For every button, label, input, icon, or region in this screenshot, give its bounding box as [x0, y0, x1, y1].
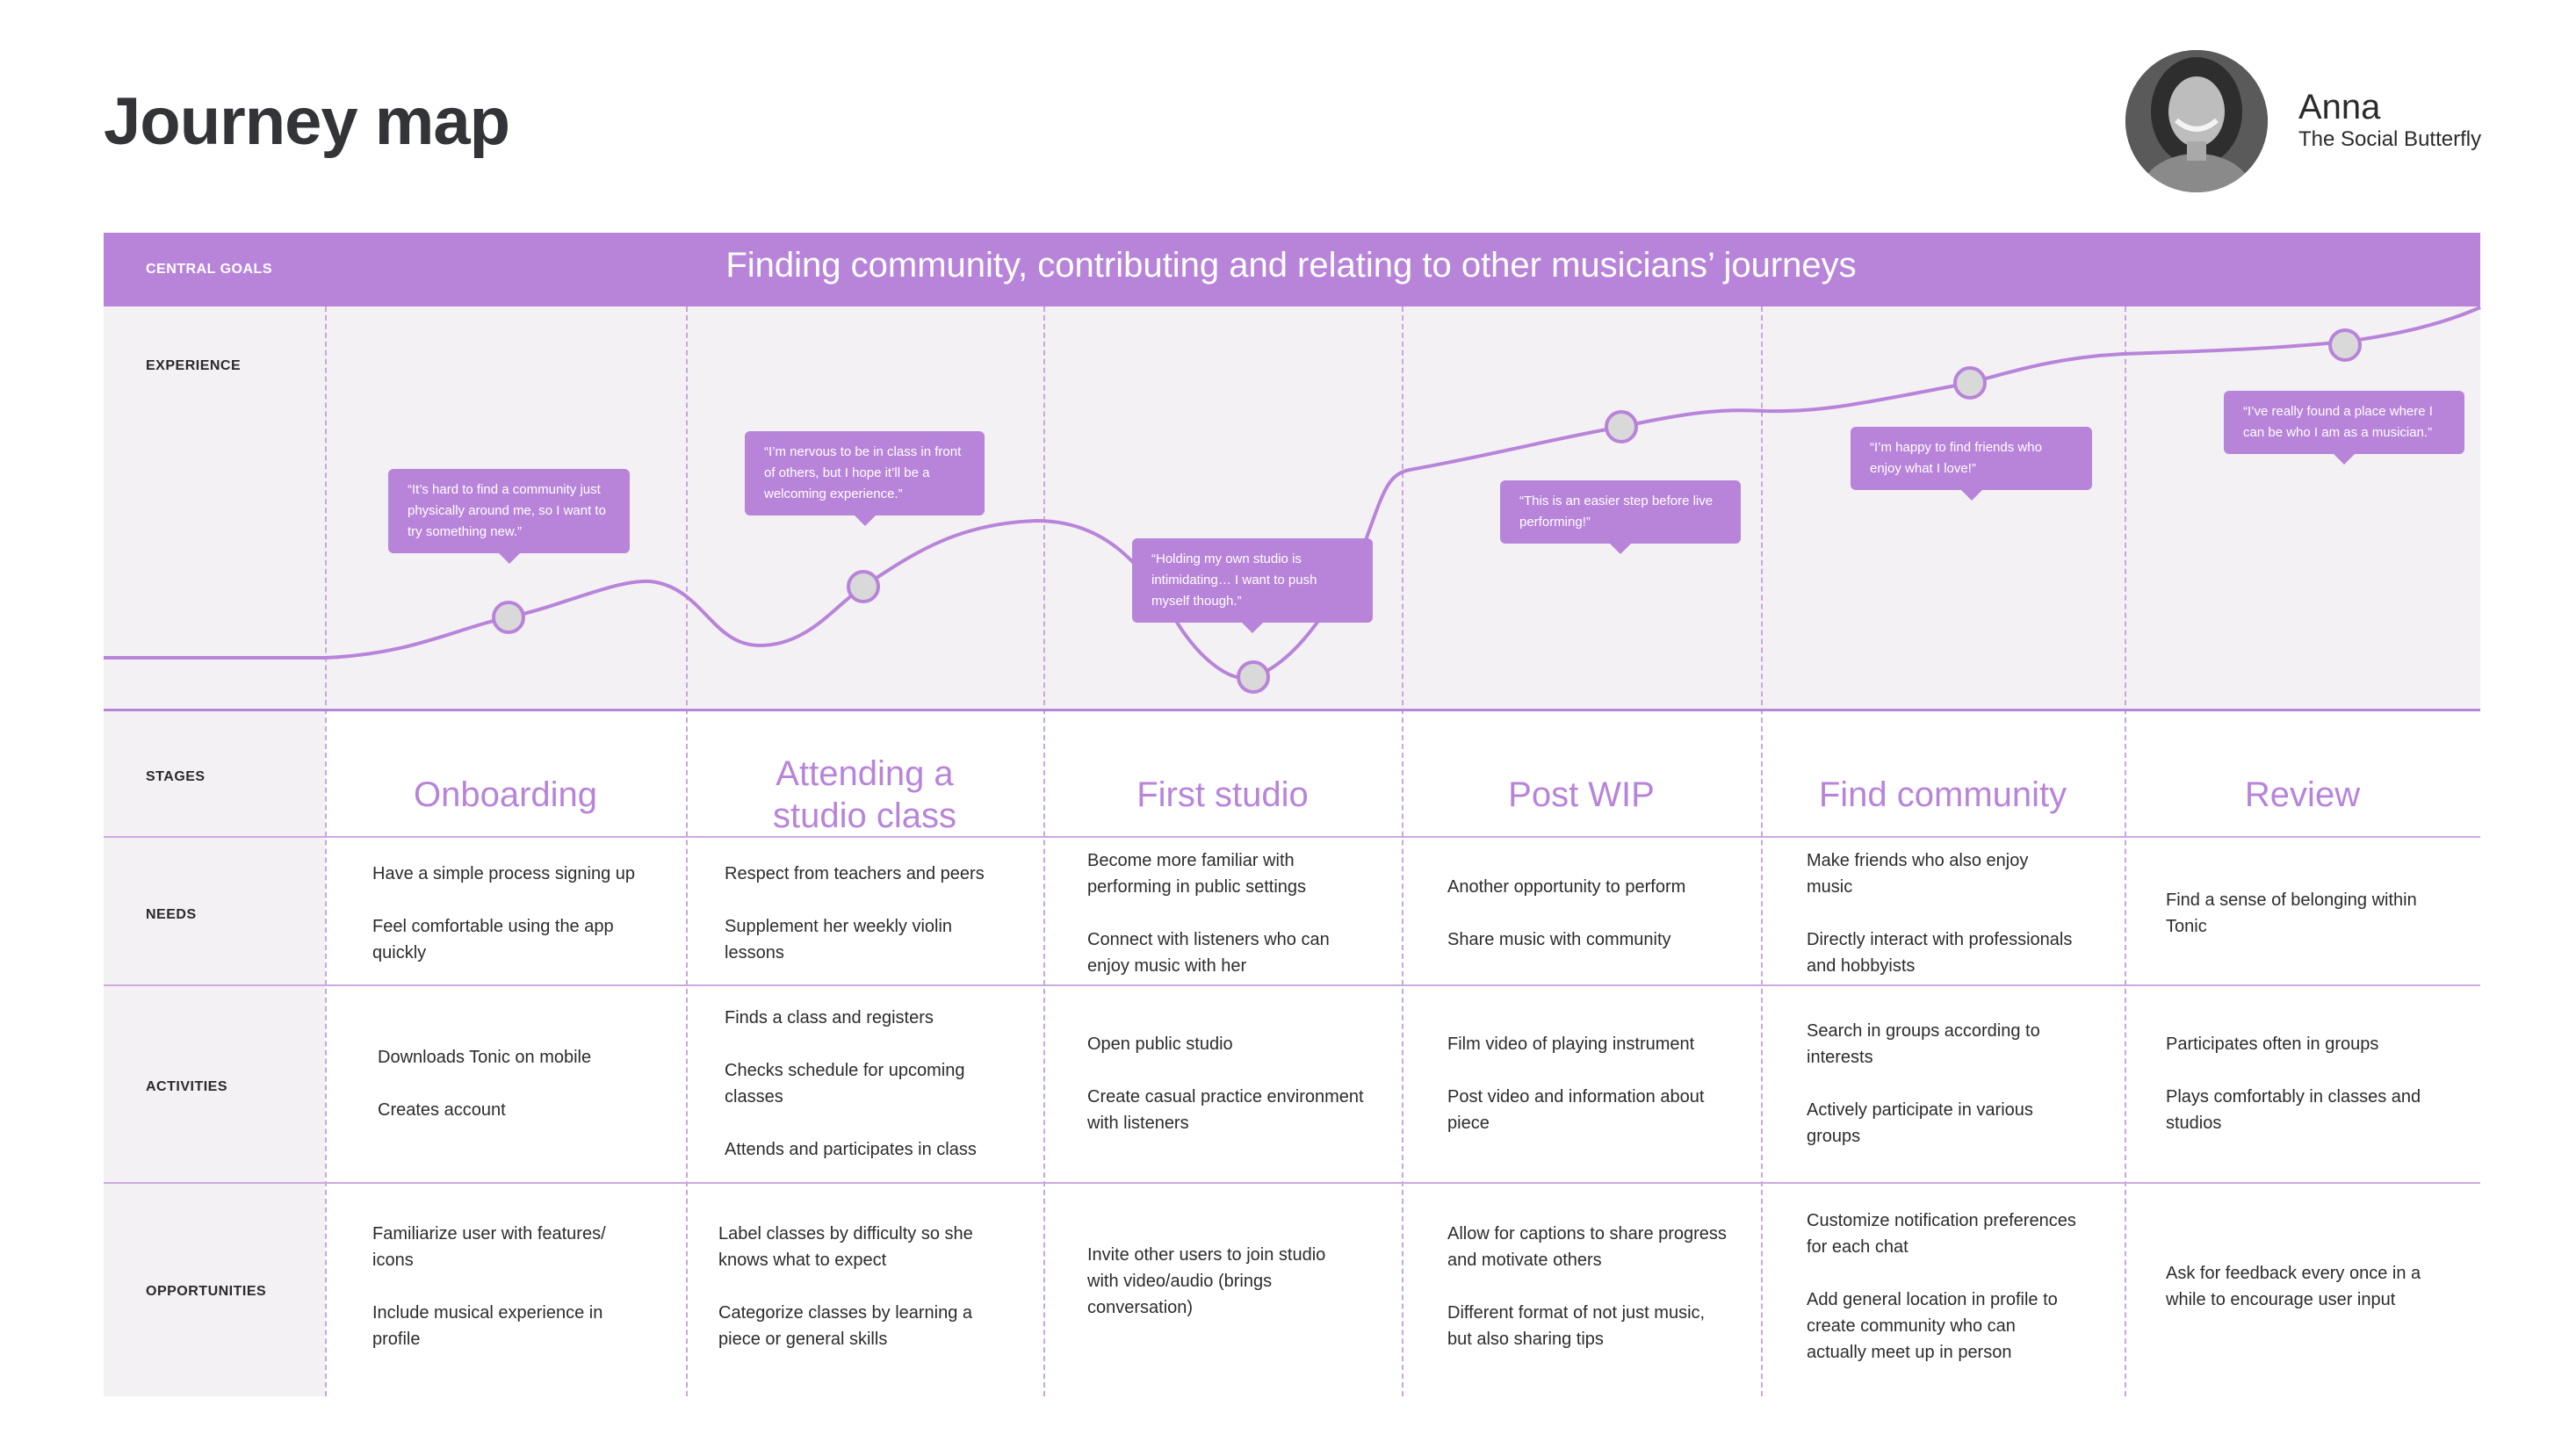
central-goals-band	[104, 233, 2480, 306]
experience-point	[1953, 366, 1987, 400]
opportunity-item: Customize notification preferences for e…	[1807, 1211, 2076, 1257]
column-divider	[2125, 306, 2126, 1396]
activities-label: ACTIVITIES	[146, 1079, 228, 1094]
opportunities-cell: Familiarize user with features/ icons In…	[372, 1221, 645, 1352]
stage-title-post-wip: Post WIP	[1508, 775, 1655, 814]
experience-label: EXPERIENCE	[146, 358, 242, 373]
opportunity-item: Familiarize user with features/ icons	[372, 1224, 606, 1270]
column-divider	[1043, 306, 1045, 1396]
activity-item: Plays comfortably in classes and studios	[2166, 1087, 2421, 1133]
needs-cell: Find a sense of belonging within Tonic	[2166, 887, 2447, 940]
opportunities-cell: Label classes by difficulty so she knows…	[718, 1221, 999, 1352]
quote-bubble: “It’s hard to find a community just phys…	[388, 469, 630, 564]
stage-title-review: Review	[2244, 775, 2361, 814]
experience-point	[1237, 660, 1270, 694]
opportunity-item: Categorize classes by learning a piece o…	[718, 1303, 973, 1349]
need-item: Become more familiar with performing in …	[1087, 851, 1307, 897]
row-label-column	[104, 709, 325, 1396]
opportunity-item: Allow for captions to share progress and…	[1447, 1224, 1727, 1270]
opportunity-item: Different format of not just music, but …	[1447, 1303, 1706, 1349]
row-separator	[104, 836, 2480, 838]
activity-item: Search in groups according to interests	[1807, 1021, 2040, 1067]
persona-name: Anna	[2298, 88, 2381, 126]
activity-item: Checks schedule for upcoming classes	[725, 1061, 965, 1107]
need-item: Have a simple process signing up	[372, 864, 636, 883]
experience-bottom-line	[104, 709, 2480, 711]
activity-item: Open public studio	[1087, 1034, 1233, 1054]
activity-item: Participates often in groups	[2166, 1034, 2379, 1054]
needs-label: NEEDS	[146, 907, 197, 922]
experience-curve	[104, 306, 2481, 681]
opportunities-cell: Invite other users to join studio with v…	[1087, 1242, 1351, 1321]
central-goal-text: Finding community, contributing and rela…	[725, 246, 1857, 285]
need-item: Another opportunity to perform	[1447, 877, 1686, 897]
needs-cell: Become more familiar with performing in …	[1087, 847, 1368, 979]
experience-point	[1605, 410, 1638, 443]
column-divider	[325, 306, 327, 1396]
page-title: Journey map	[104, 84, 510, 159]
stage-title-first-studio: First studio	[1136, 775, 1309, 814]
activity-item: Creates account	[378, 1100, 506, 1120]
stages-label: STAGES	[146, 769, 206, 784]
quote-bubble: “I’m happy to find friends who enjoy wha…	[1851, 427, 2092, 501]
activities-cell: Film video of playing instrument Post vi…	[1447, 1031, 1728, 1136]
stage-title-onboarding: Onboarding	[413, 775, 598, 814]
need-item: Respect from teachers and peers	[725, 864, 985, 883]
column-divider	[686, 306, 688, 1396]
activities-cell: Participates often in groups Plays comfo…	[2166, 1031, 2447, 1136]
stage-title-studio-class: Attending a studio class	[773, 754, 956, 835]
column-divider	[1761, 306, 1763, 1396]
activity-item: Post video and information about piece	[1447, 1087, 1705, 1133]
experience-point	[847, 570, 880, 603]
activities-cell: Search in groups according to interests …	[1807, 1018, 2075, 1150]
need-item: Feel comfortable using the app quickly	[372, 917, 614, 962]
needs-cell: Another opportunity to perform Share mus…	[1447, 874, 1728, 953]
opportunities-cell: Ask for feedback every once in a while t…	[2166, 1260, 2447, 1313]
activity-item: Attends and participates in class	[725, 1140, 977, 1159]
activities-cell: Finds a class and registers Checks sched…	[725, 1005, 997, 1163]
need-item: Find a sense of belonging within Tonic	[2166, 890, 2417, 936]
activity-item: Actively participate in various groups	[1807, 1100, 2033, 1146]
quote-bubble: “This is an easier step before live perf…	[1500, 480, 1741, 554]
experience-point	[492, 601, 525, 634]
opportunities-cell: Allow for captions to share progress and…	[1447, 1221, 1728, 1352]
activities-cell: Open public studio Create casual practic…	[1087, 1031, 1368, 1136]
need-item: Share music with community	[1447, 930, 1671, 949]
need-item: Supplement her weekly violin lessons	[725, 917, 953, 962]
opportunity-item: Add general location in profile to creat…	[1807, 1290, 2058, 1362]
activities-cell: Downloads Tonic on mobile Creates accoun…	[378, 1044, 659, 1123]
opportunities-label: OPPORTUNITIES	[146, 1284, 267, 1299]
opportunities-cell: Customize notification preferences for e…	[1807, 1208, 2079, 1366]
experience-point	[2328, 328, 2362, 362]
opportunity-item: Label classes by difficulty so she knows…	[718, 1224, 973, 1270]
column-divider	[1402, 306, 1403, 1396]
row-separator	[104, 984, 2480, 986]
need-item: Connect with listeners who can enjoy mus…	[1087, 930, 1330, 976]
quote-bubble: “Holding my own studio is intimidating… …	[1132, 538, 1373, 633]
activity-item: Film video of playing instrument	[1447, 1034, 1695, 1054]
activity-item: Create casual practice environment with …	[1087, 1087, 1364, 1133]
quote-bubble: “I’m nervous to be in class in front of …	[745, 431, 985, 526]
activity-item: Downloads Tonic on mobile	[378, 1048, 592, 1067]
persona-role: The Social Butterfly	[2298, 127, 2482, 151]
persona-photo	[2125, 50, 2268, 192]
needs-cell: Respect from teachers and peers Suppleme…	[725, 861, 1010, 966]
central-goals-label: CENTRAL GOALS	[146, 262, 272, 277]
needs-cell: Have a simple process signing up Feel co…	[372, 861, 653, 966]
needs-cell: Make friends who also enjoy music Direct…	[1807, 847, 2075, 979]
avatar	[2125, 50, 2268, 192]
need-item: Directly interact with professionals and…	[1807, 930, 2073, 976]
opportunity-item: Include musical experience in profile	[372, 1303, 603, 1349]
need-item: Make friends who also enjoy music	[1807, 851, 2029, 897]
stage-title-find-community: Find community	[1818, 775, 2067, 814]
opportunity-item: Ask for feedback every once in a while t…	[2166, 1264, 2421, 1309]
opportunity-item: Invite other users to join studio with v…	[1087, 1245, 1326, 1317]
activity-item: Finds a class and registers	[725, 1008, 934, 1027]
row-separator	[104, 1182, 2480, 1184]
quote-bubble: “I’ve really found a place where I can b…	[2224, 391, 2464, 465]
